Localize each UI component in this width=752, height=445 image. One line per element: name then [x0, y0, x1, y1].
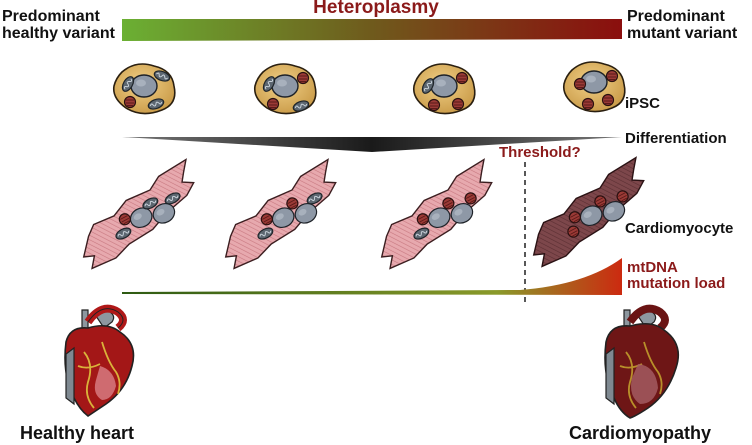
mutant-variant-label-line2: mutant variant [627, 24, 738, 42]
ipsc-cell-3 [412, 63, 476, 115]
differentiation-arrow [122, 137, 622, 152]
heteroplasmy-gradient-bar [122, 19, 622, 41]
differentiation-label: Differentiation [625, 130, 727, 147]
mutation-load-label-line1: mtDNA [627, 259, 678, 276]
cardiomyocyte-1 [82, 158, 195, 270]
mutant-variant-label: Predominant mutant variant [627, 8, 738, 43]
mutation-load-label: mtDNA mutation load [627, 260, 725, 292]
cardiomyocyte-3 [380, 158, 493, 270]
cardiomyocyte-row [82, 156, 645, 270]
ipsc-label: iPSC [625, 95, 661, 112]
healthy-variant-label: Predominant healthy variant [2, 8, 115, 43]
ipsc-cell-2 [253, 63, 317, 115]
mutation-load-label-line2: mutation load [627, 274, 726, 292]
heteroplasmy-wedge [122, 19, 622, 41]
cardiomyocyte-4-diseased [532, 156, 645, 268]
cardiomyopathy-heart-icon [604, 304, 680, 419]
threshold-label: Threshold? [499, 144, 581, 161]
ipsc-cell-4 [562, 61, 626, 113]
mutation-load-curve [122, 258, 622, 295]
cardiomyopathy-label: Cardiomyopathy [569, 423, 712, 443]
ipsc-row [112, 61, 626, 115]
healthy-heart-label: Healthy heart [20, 423, 135, 443]
ipsc-cell-1 [112, 63, 176, 115]
cardiomyocyte-label: Cardiomyocyte [625, 220, 734, 237]
healthy-heart-icon [64, 304, 135, 417]
healthy-variant-label-line1: Predominant [2, 8, 100, 25]
mutant-variant-label-line1: Predominant [627, 8, 725, 25]
heteroplasmy-title: Heteroplasmy [313, 0, 439, 18]
healthy-variant-label-line2: healthy variant [2, 24, 115, 42]
cardiomyocyte-2 [224, 158, 337, 270]
